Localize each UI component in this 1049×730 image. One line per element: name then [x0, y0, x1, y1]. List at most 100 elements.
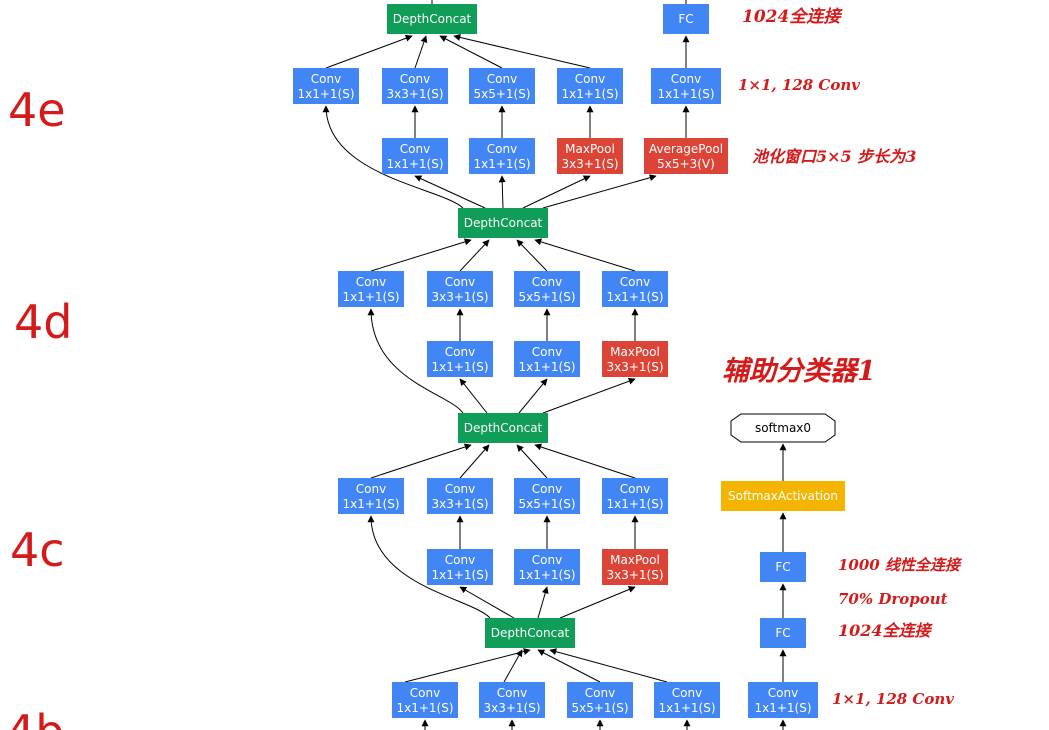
node-label-a1-conv: Conv — [671, 72, 701, 86]
node-params-a1-conv: 1x1+1(S) — [657, 87, 714, 101]
edge-b_c3-to-dc_c — [537, 649, 601, 683]
node-label-d-c4: Conv — [620, 275, 650, 289]
node-dc-top: DepthConcat — [387, 4, 477, 34]
node-label-c-c2: Conv — [445, 482, 475, 496]
edge-dc_e-to-e_c1 — [322, 105, 464, 209]
node-params-a1-ap: 5x5+3(V) — [657, 157, 715, 171]
node-shape-e-r3 — [469, 138, 535, 174]
edge-dc_d-to-d_r2 — [459, 378, 488, 414]
node-shape-aux-fc2 — [760, 618, 806, 648]
node-shape-a1-conv — [651, 68, 721, 104]
node-shape-fc-top — [663, 4, 709, 34]
node-shape-e-c1 — [293, 68, 359, 104]
edge-d_c2-to-dc_e — [459, 239, 490, 272]
node-label-aux-fc2: FC — [775, 626, 790, 640]
edge-dc_c-to-c_c1 — [367, 515, 491, 619]
node-params-b-c2: 3x3+1(S) — [483, 701, 540, 715]
node-params-d-r2: 1x1+1(S) — [431, 360, 488, 374]
edge-b_c1-to-dc_c — [404, 648, 531, 683]
node-params-c-r2: 1x1+1(S) — [431, 568, 488, 582]
node-aux-sm: SoftmaxActivation — [721, 481, 845, 511]
edge-d_c1-to-dc_e — [370, 238, 472, 272]
edge-b_c4-to-dc_c — [549, 648, 668, 683]
node-shape-d-c2 — [427, 271, 493, 307]
node-params-e-c2: 3x3+1(S) — [386, 87, 443, 101]
node-label-dc-e: DepthConcat — [464, 216, 543, 230]
edge-dc_e-to-e_mp — [522, 175, 591, 209]
node-label-aux-out: softmax0 — [755, 421, 811, 435]
node-shape-dc-top — [387, 4, 477, 34]
edge-d_c3-to-dc_e — [516, 239, 548, 272]
edge-dc_e-to-a1_ap — [542, 174, 657, 209]
node-shape-b-c1 — [392, 682, 458, 718]
node-label-b-c3: Conv — [585, 686, 615, 700]
node-label-e-r2: Conv — [400, 142, 430, 156]
node-params-d-c2: 3x3+1(S) — [431, 290, 488, 304]
edge-b_c2-to-dc_c — [503, 649, 523, 683]
node-label-aux-fc1: FC — [775, 560, 790, 574]
node-params-d-c1: 1x1+1(S) — [342, 290, 399, 304]
annotation-aux-fc1024: 1024全连接 — [838, 621, 934, 640]
edge-dc_c-to-c_mp — [559, 586, 636, 619]
side-label-4d: 4d — [14, 295, 72, 349]
node-shape-c-mp — [602, 549, 668, 585]
node-shape-e-r2 — [382, 138, 448, 174]
node-label-dc-c: DepthConcat — [491, 626, 570, 640]
node-shape-c-r3 — [514, 549, 580, 585]
node-params-b-c1: 1x1+1(S) — [396, 701, 453, 715]
node-params-b-c3: 5x5+1(S) — [571, 701, 628, 715]
edge-d_c4-to-dc_e — [534, 238, 636, 272]
node-label-b-c4: Conv — [672, 686, 702, 700]
side-label-4e: 4e — [8, 83, 66, 137]
node-shape-d-mp — [602, 341, 668, 377]
node-shape-d-r3 — [514, 341, 580, 377]
side-labels-layer: 4e 4d 4c 4b — [6, 83, 72, 730]
edge-dc_e-to-e_r3 — [498, 175, 506, 209]
node-label-e-mp: MaxPool — [565, 142, 615, 156]
edge-dc_c-to-c_r3 — [537, 586, 549, 619]
node-shape-d-r2 — [427, 341, 493, 377]
node-label-c-c3: Conv — [532, 482, 562, 496]
node-params-c-r3: 1x1+1(S) — [518, 568, 575, 582]
node-params-d-r3: 1x1+1(S) — [518, 360, 575, 374]
node-dc-c: DepthConcat — [485, 618, 575, 648]
node-shape-c-c1 — [338, 478, 404, 514]
annotation-aux-conv: 1×1, 128 Conv — [832, 690, 954, 708]
edge-c_c2-to-dc_d — [459, 444, 490, 479]
edge-dc_d-to-d_r3 — [518, 378, 548, 414]
node-params-c-mp: 3x3+1(S) — [606, 568, 663, 582]
node-label-dc-d: DepthConcat — [464, 421, 543, 435]
node-params-e-mp: 3x3+1(S) — [561, 157, 618, 171]
node-label-b-c1: Conv — [410, 686, 440, 700]
node-params-e-c4: 1x1+1(S) — [561, 87, 618, 101]
node-shape-aux-fc1 — [760, 552, 806, 582]
node-params-c-c4: 1x1+1(S) — [606, 497, 663, 511]
side-label-4c: 4c — [10, 523, 65, 577]
node-shape-b-c3 — [567, 682, 633, 718]
node-shape-e-c3 — [469, 68, 535, 104]
node-label-c-mp: MaxPool — [610, 553, 660, 567]
node-label-fc-top: FC — [678, 12, 693, 26]
node-label-b-c2: Conv — [497, 686, 527, 700]
node-label-d-r3: Conv — [532, 345, 562, 359]
edge-dc_e-to-e_r2 — [414, 175, 486, 209]
annotation-pool-note: 池化窗口5×5 步长为3 — [752, 147, 916, 166]
node-label-c-c4: Conv — [620, 482, 650, 496]
